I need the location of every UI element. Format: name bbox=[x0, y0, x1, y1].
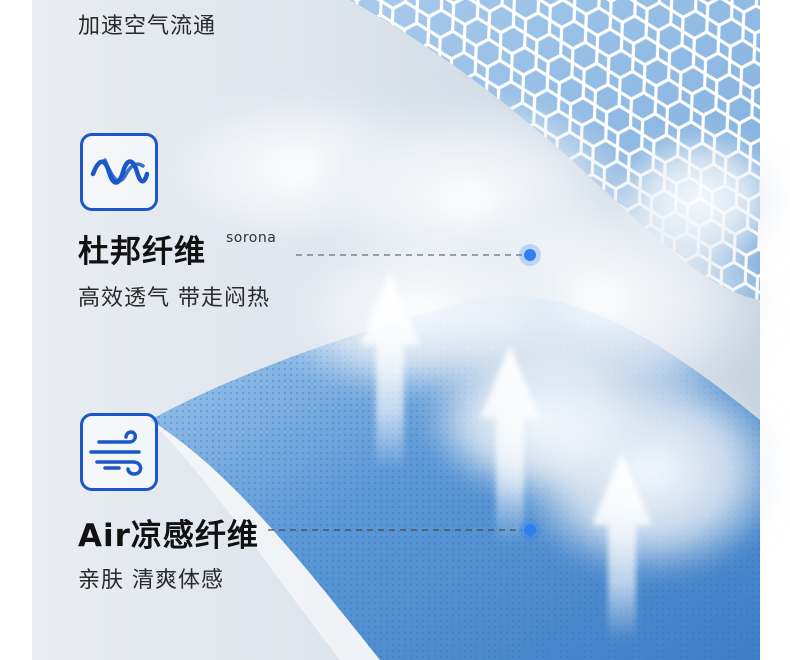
top-caption: 加速空气流通 bbox=[78, 14, 217, 39]
feature-description-2: 亲肤 清爽体感 bbox=[78, 568, 224, 593]
feature-description-1: 高效透气 带走闷热 bbox=[78, 286, 270, 311]
wave-icon bbox=[90, 158, 150, 185]
feature-icon-box-2 bbox=[80, 413, 158, 491]
clouds bbox=[130, 80, 790, 580]
feature-title-2: Air凉感纤维 bbox=[78, 518, 259, 554]
wind-icon bbox=[89, 430, 143, 476]
feature-icon-box-1 bbox=[80, 133, 158, 211]
feature-superscript-1: sorona bbox=[226, 230, 277, 246]
airflow-arrows bbox=[360, 272, 652, 640]
feature-title-1: 杜邦纤维 bbox=[78, 234, 206, 270]
